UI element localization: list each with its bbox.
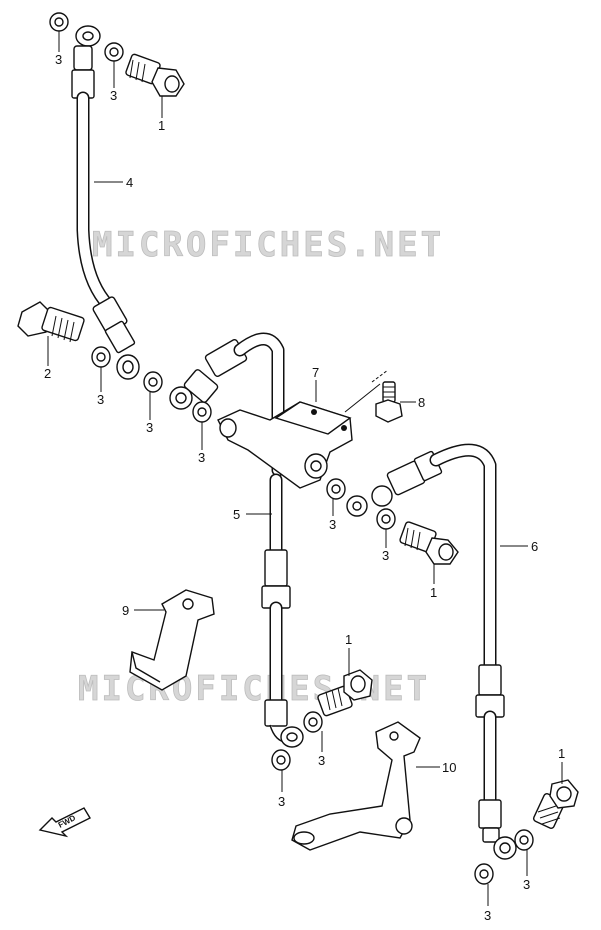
callout-5: 5 [233,507,240,522]
leader-lines [47,31,563,906]
callout-1: 1 [158,118,165,133]
banjo-bolt-2 [17,301,85,343]
callout-3: 3 [484,908,491,923]
banjo-bolt-1-right [399,521,459,565]
banjo-bolt-1-lower [532,779,579,829]
callout-7: 7 [312,365,319,380]
callout-1: 1 [558,746,565,761]
callout-2: 2 [44,366,51,381]
watermark-bottom: MICROFICHES.NET [78,669,430,709]
clamp-10 [291,721,421,851]
watermark-top: MICROFICHES.NET [92,225,444,265]
callout-10: 10 [442,760,456,775]
callout-1: 1 [345,632,352,647]
callout-3: 3 [318,753,325,768]
callout-6: 6 [531,539,538,554]
callout-9: 9 [122,603,129,618]
callout-labels: 3 3 1 4 2 3 3 3 5 7 8 3 3 1 6 9 1 3 3 10… [44,52,565,923]
brake-hose-6 [371,443,517,860]
callout-3: 3 [110,88,117,103]
callout-8: 8 [418,395,425,410]
banjo-bolt-1-center [317,669,373,717]
callout-1: 1 [430,585,437,600]
callout-3: 3 [382,548,389,563]
brake-joint-7 [217,401,353,489]
brake-hose-4 [71,25,140,380]
callout-3: 3 [97,392,104,407]
callout-4: 4 [126,175,133,190]
callout-3: 3 [523,877,530,892]
forward-arrow-icon: FWD [38,807,91,838]
callout-3: 3 [329,517,336,532]
callout-3: 3 [198,450,205,465]
bolt-8 [375,381,403,423]
callout-3: 3 [278,794,285,809]
banjo-bolt-1-top [125,53,185,97]
callout-3: 3 [55,52,62,67]
callout-3: 3 [146,420,153,435]
brake-hose-5 [169,332,304,748]
clamp-9 [129,589,215,691]
